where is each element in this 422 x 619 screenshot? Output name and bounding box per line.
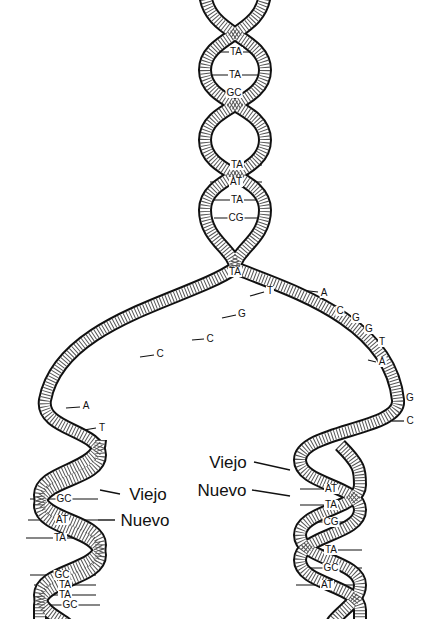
base-letter: TA [229, 47, 243, 57]
strand-label: Nuevo [119, 512, 170, 529]
base-ticks [66, 290, 404, 430]
strand-label: Viejo [208, 454, 248, 471]
base-letter: A [82, 401, 91, 411]
base-letter: C [155, 349, 164, 359]
base-letter: AT [324, 484, 338, 494]
base-letter: CG [228, 213, 245, 223]
base-letter: C [205, 334, 214, 344]
base-letter: G [364, 324, 374, 334]
base-letter: AT [229, 177, 243, 187]
base-letter: CG [323, 517, 340, 527]
base-letter: GC [56, 494, 73, 504]
base-letter: T [98, 423, 106, 433]
base-letter: G [351, 313, 361, 323]
base-letter: T [378, 337, 386, 347]
base-letter: GC [226, 88, 243, 98]
base-letter: TA [58, 580, 72, 590]
base-letter: TA [324, 500, 338, 510]
dna-strands [40, 0, 398, 619]
base-letter: A [320, 288, 329, 298]
strand-label: Viejo [128, 486, 168, 503]
base-letter: TA [230, 160, 244, 170]
base-letter: C [335, 306, 344, 316]
strand-label: Nuevo [196, 482, 247, 499]
base-letter: TA [58, 590, 72, 600]
base-letter: TA [228, 267, 242, 277]
base-letter: GC [62, 600, 79, 610]
base-letter: G [405, 393, 415, 403]
base-letter: AT [55, 515, 69, 525]
base-letter: C [405, 416, 414, 426]
base-letter: GC [54, 570, 71, 580]
base-letter: AT [320, 580, 334, 590]
base-letter: A [378, 357, 387, 367]
base-letter: TA [228, 70, 242, 80]
base-letter: G [237, 309, 247, 319]
base-letter: T [266, 286, 274, 296]
base-letter: TA [53, 533, 67, 543]
base-letter: TA [230, 195, 244, 205]
base-letter: GC [323, 563, 340, 573]
base-letter: TA [324, 545, 338, 555]
